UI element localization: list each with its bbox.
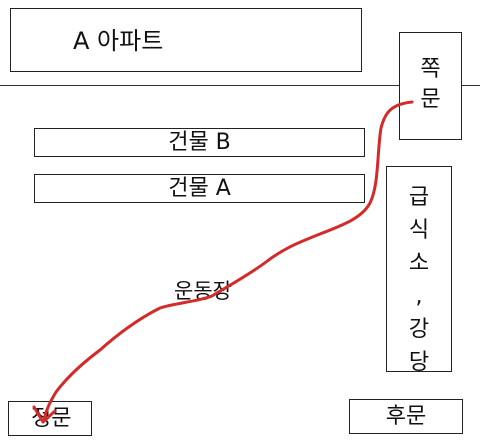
apartment-a-block: A 아파트 [10,8,362,72]
cafeteria-auditorium-label: 급 식 소 , 강 당 [408,185,430,375]
main-gate-label: 정문 [31,406,72,431]
playground-label: 운동장 [174,279,232,303]
north-gate-block: 쪽 문 [399,32,462,140]
apartment-a-label: A 아파트 [73,27,164,55]
road-divider-line [0,85,480,86]
back-gate-block: 후문 [349,399,463,434]
main-gate-block: 정문 [8,401,92,436]
north-gate-label: 쪽 문 [420,57,441,112]
building-a-block: 건물 A [34,174,365,203]
back-gate-label: 후문 [385,404,427,429]
building-a-label: 건물 A [168,176,231,201]
cafeteria-auditorium-block: 급 식 소 , 강 당 [386,166,452,375]
building-b-label: 건물 B [168,130,231,155]
building-b-block: 건물 B [34,128,365,157]
